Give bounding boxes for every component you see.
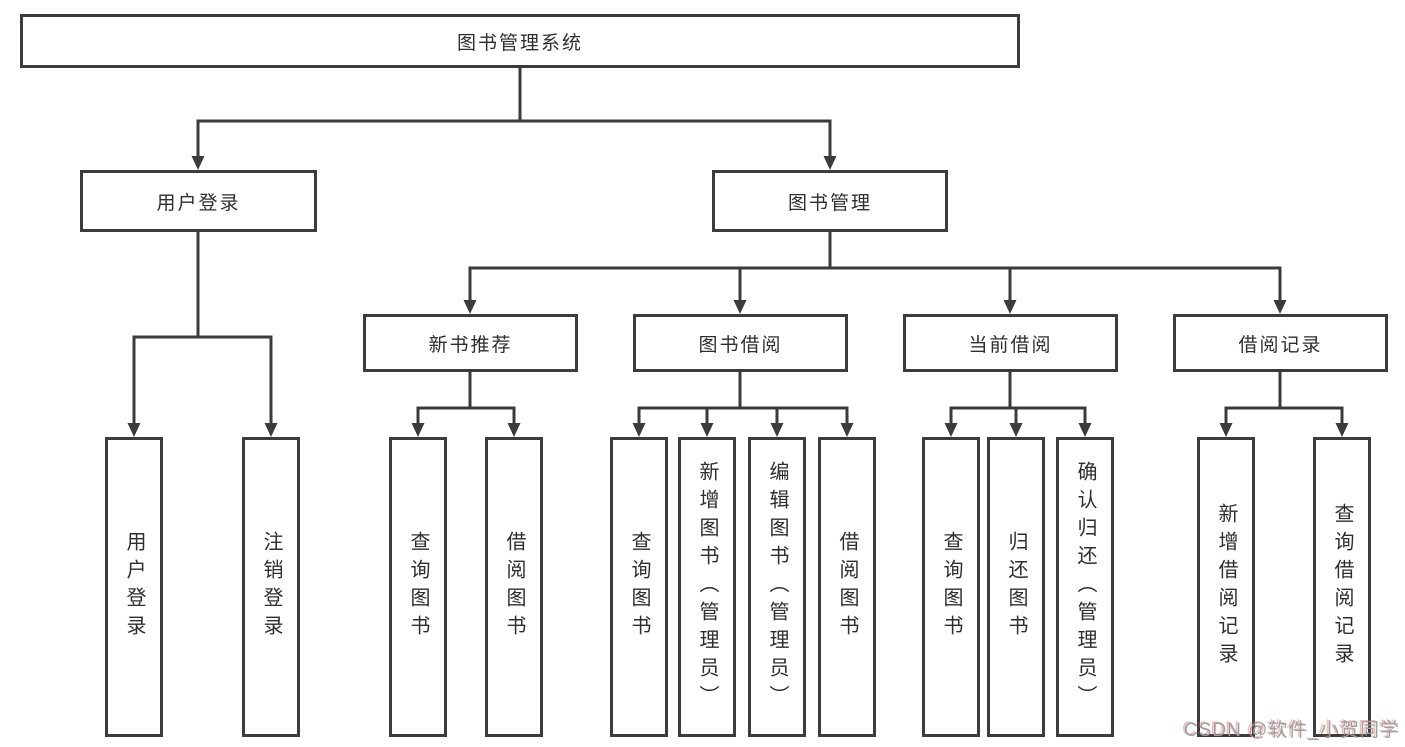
arrowhead-down-icon: [411, 423, 425, 437]
leaf-user-login: 用户登录: [105, 437, 163, 737]
leaf-borrow-books: 借阅图书: [818, 437, 876, 737]
leaf-borrow-books-recommend: 借阅图书: [485, 437, 543, 737]
arrowhead-down-icon: [1273, 300, 1287, 314]
arrowhead-down-icon: [463, 300, 477, 314]
arrowhead-down-icon: [823, 156, 837, 170]
arrowhead-down-icon: [1009, 423, 1023, 437]
node-root-library-management-system: 图书管理系统: [20, 14, 1020, 68]
arrowhead-down-icon: [191, 156, 205, 170]
leaf-edit-books-admin: 编辑图书（管理员）: [748, 437, 806, 737]
arrowhead-down-icon: [264, 423, 278, 437]
arrowhead-down-icon: [127, 423, 141, 437]
arrowhead-down-icon: [733, 300, 747, 314]
arrowhead-down-icon: [632, 423, 646, 437]
leaf-query-borrow-record: 查询借阅记录: [1313, 437, 1371, 737]
arrowhead-down-icon: [700, 423, 714, 437]
leaf-query-books-borrow: 查询图书: [610, 437, 668, 737]
leaf-add-borrow-record: 新增借阅记录: [1197, 437, 1255, 737]
arrowhead-down-icon: [1003, 300, 1017, 314]
node-current-borrowing: 当前借阅: [903, 314, 1118, 372]
csdn-watermark: CSDN @软件_小贺同学: [1184, 720, 1400, 741]
leaf-query-books-recommend: 查询图书: [389, 437, 447, 737]
node-book-management: 图书管理: [712, 170, 948, 232]
arrowhead-down-icon: [944, 423, 958, 437]
arrowhead-down-icon: [770, 423, 784, 437]
arrowhead-down-icon: [1335, 423, 1349, 437]
arrowhead-down-icon: [507, 423, 521, 437]
leaf-return-books: 归还图书: [987, 437, 1045, 737]
node-new-book-recommendation: 新书推荐: [363, 314, 578, 372]
arrowhead-down-icon: [1078, 423, 1092, 437]
leaf-add-books-admin: 新增图书（管理员）: [678, 437, 736, 737]
leaf-confirm-return-admin: 确认归还（管理员）: [1056, 437, 1114, 737]
arrowhead-down-icon: [1219, 423, 1233, 437]
node-user-login: 用户登录: [80, 170, 317, 232]
node-borrowing-records: 借阅记录: [1173, 314, 1388, 372]
node-book-borrowing: 图书借阅: [633, 314, 848, 372]
leaf-logout: 注销登录: [242, 437, 300, 737]
leaf-query-books-current: 查询图书: [922, 437, 980, 737]
arrowhead-down-icon: [840, 423, 854, 437]
